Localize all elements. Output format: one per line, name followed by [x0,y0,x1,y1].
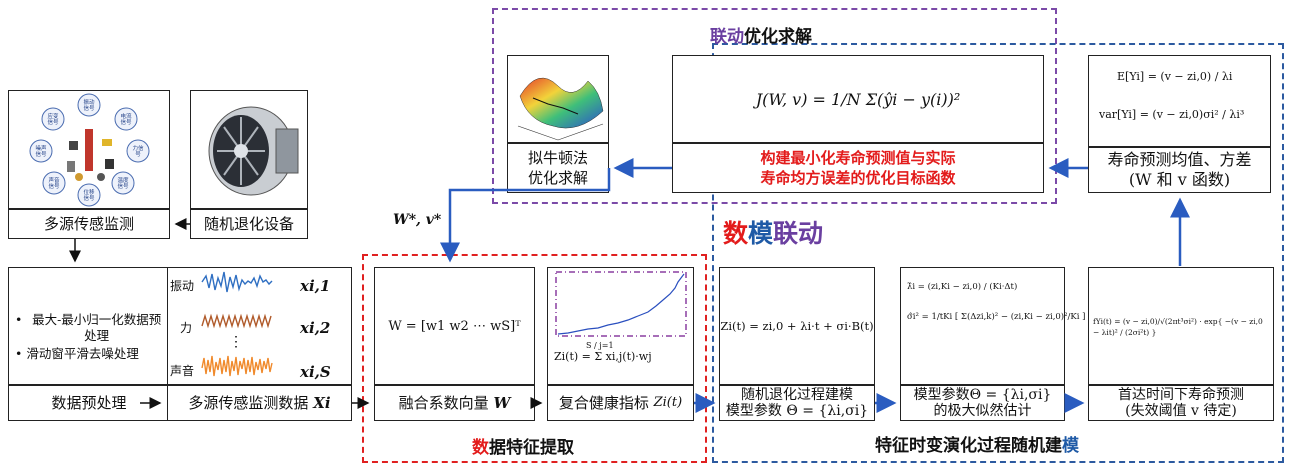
svg-text:振动: 振动 [83,98,95,106]
objective-line-1: 构建最小化寿命预测值与实际 [760,149,956,167]
multisource-monitor-box: 多源传感监测 [8,209,170,239]
signal-symbol-2: xi,2 [300,319,331,337]
composite-health-box: 复合健康指标 Zi(t) [547,385,694,421]
svg-text:声音: 声音 [48,176,60,184]
sensor-wheel-image-box: 振动信号 电流信号 力信号 温度信号 位移信号 声音信号 噪声信号 应变信号 [8,90,170,209]
signal-label-sound: 声音 [170,364,195,378]
svg-text:位移: 位移 [83,188,95,196]
svg-text:信号: 信号 [120,118,132,126]
health-index-plot-box: Zi(t) = Σ xi,j(t)·wj S / j=1 [547,267,694,385]
life-mean-variance-line-1: 寿命预测均值、方差 [1107,150,1252,169]
svg-text:信号: 信号 [48,182,60,190]
joint-optimization-frame [492,8,1057,204]
svg-text:信号: 信号 [83,104,95,112]
optimal-params-label: W*, v* [393,212,442,228]
mle-line-1: 模型参数Θ = {λi,σi} [913,387,1052,403]
pdf-formula-box: fYi(t) = (v − zi,0)/√(2πt³σi²) · exp{ −(… [1088,267,1274,385]
svg-text:应变: 应变 [47,112,59,120]
preprocess-bullet-1: 最大-最小归一化数据预处理 [32,312,162,343]
random-device-box: 随机退化设备 [190,209,308,239]
quasi-newton-line-1: 拟牛顿法 [527,149,588,167]
mle-line-2: 的极大似然估计 [933,403,1032,419]
svg-text:信号: 信号 [83,194,95,202]
optimization-surface-image-box [507,55,609,143]
health-index-formula: Zi(t) = Σ xi,j(t)·wj [554,350,652,363]
svg-text:号: 号 [135,151,141,158]
svg-text:信号: 信号 [35,150,47,158]
process-formula: Zi(t) = zi,0 + λi·t + σi·B(t) [720,319,874,333]
stochastic-modeling-frame [712,43,1284,463]
feature-extraction-frame [362,254,707,463]
feature-extraction-title: 数据特征提取 [472,438,574,458]
sound-signal-wave [201,355,273,377]
health-symbol: Zi(t) [653,395,683,410]
variance-formula: var[Yi] = (v − zi,0)σi² / λi³ [1099,108,1245,121]
signal-symbol-s: xi,S [300,363,331,381]
objective-formula-box: J(W, v) = 1/N Σ(ŷi − y(i))² [672,55,1044,143]
signals-ellipsis: ⋮ [229,334,243,350]
sensor-data-box: 多源传感监测数据 Xi [167,385,352,421]
svg-text:噪声: 噪声 [35,144,47,152]
joint-optimization-title: 联动优化求解 [710,27,812,47]
data-model-linkage-title: 数模联动 [723,219,824,248]
arrow-newton-to-fusion [440,168,611,263]
quasi-newton-box: 拟牛顿法 优化求解 [507,143,609,193]
svg-text:信号: 信号 [47,118,59,126]
force-signal-wave [201,313,272,329]
life-mean-variance-box: 寿命预测均值、方差 (W 和 v 函数) [1088,147,1271,193]
sigma-hat-formula: σ̂i² = 1/tKi [ Σ(Δzi,k)² − (zi,Ki − zi,0… [907,312,1086,322]
sensor-data-symbol: Xi [313,394,331,412]
optimization-surface-plot [517,77,604,141]
mle-formula-box: λ̂i = (zi,Ki − zi,0) / (Ki·Δt) σ̂i² = 1/… [900,267,1085,385]
preprocess-bullet-list: •最大-最小归一化数据预处理 •滑动窗平滑去噪处理 [15,312,167,362]
lambda-hat-formula: λ̂i = (zi,Ki − zi,0) / (Ki·Δt) [907,282,1018,292]
weight-vector-formula: W = [w1 w2 ⋯ wS]ᵀ [388,318,521,334]
first-passage-box: 首达时间下寿命预测 (失效阈值 v 待定) [1088,385,1274,421]
random-model-line-1: 随机退化过程建模 [741,387,853,403]
svg-text:力信: 力信 [132,144,144,152]
signal-label-vibration: 振动 [170,279,195,293]
signal-label-force: 力 [180,321,193,335]
fusion-symbol: W [493,394,511,412]
stochastic-modeling-title: 特征时变演化过程随机建模 [875,436,1079,456]
mean-formula: E[Yi] = (v − zi,0) / λi [1117,70,1233,83]
objective-formula: J(W, v) = 1/N Σ(ŷi − y(i))² [755,89,961,109]
svg-text:电流: 电流 [120,112,132,120]
quasi-newton-line-2: 优化求解 [527,169,588,187]
random-model-box: 随机退化过程建模 模型参数 Θ = {λi,σi} [719,385,875,421]
mean-variance-formula-box: E[Yi] = (v − zi,0) / λi var[Yi] = (v − z… [1088,55,1271,147]
life-mean-variance-line-2: (W 和 v 函数) [1128,170,1231,189]
vibration-signal-wave [201,271,273,293]
first-passage-line-2: (失效阈值 v 待定) [1125,403,1237,419]
first-passage-line-1: 首达时间下寿命预测 [1118,387,1244,403]
svg-text:信号: 信号 [117,182,129,190]
weight-vector-formula-box: W = [w1 w2 ⋯ wS]ᵀ [374,267,535,385]
sensor-signal-plots: ⋮ [201,271,273,377]
svg-text:温度: 温度 [117,176,129,184]
health-index-curve [555,271,687,337]
random-model-line-2: 模型参数 Θ = {λi,σi} [725,403,869,419]
preprocess-bullet-2: 滑动窗平滑去噪处理 [26,346,139,361]
process-formula-box: Zi(t) = zi,0 + λi·t + σi·B(t) [719,267,875,385]
pdf-formula: fYi(t) = (v − zi,0)/√(2πt³σi²) · exp{ −(… [1093,317,1263,337]
sensor-signals-box: ⋮ 振动 力 声音 xi,1 xi,2 xi,S [167,267,352,385]
turbofan-engine-image [208,106,299,196]
signal-symbol-1: xi,1 [300,277,331,295]
mle-box: 模型参数Θ = {λi,σi} 的极大似然估计 [900,385,1065,421]
objective-line-2: 寿命均方误差的优化目标函数 [760,169,956,187]
health-index-formula-limits: S / j=1 [586,341,614,350]
engine-image-box [190,90,308,209]
objective-function-box: 构建最小化寿命预测值与实际 寿命均方误差的优化目标函数 [672,143,1044,193]
